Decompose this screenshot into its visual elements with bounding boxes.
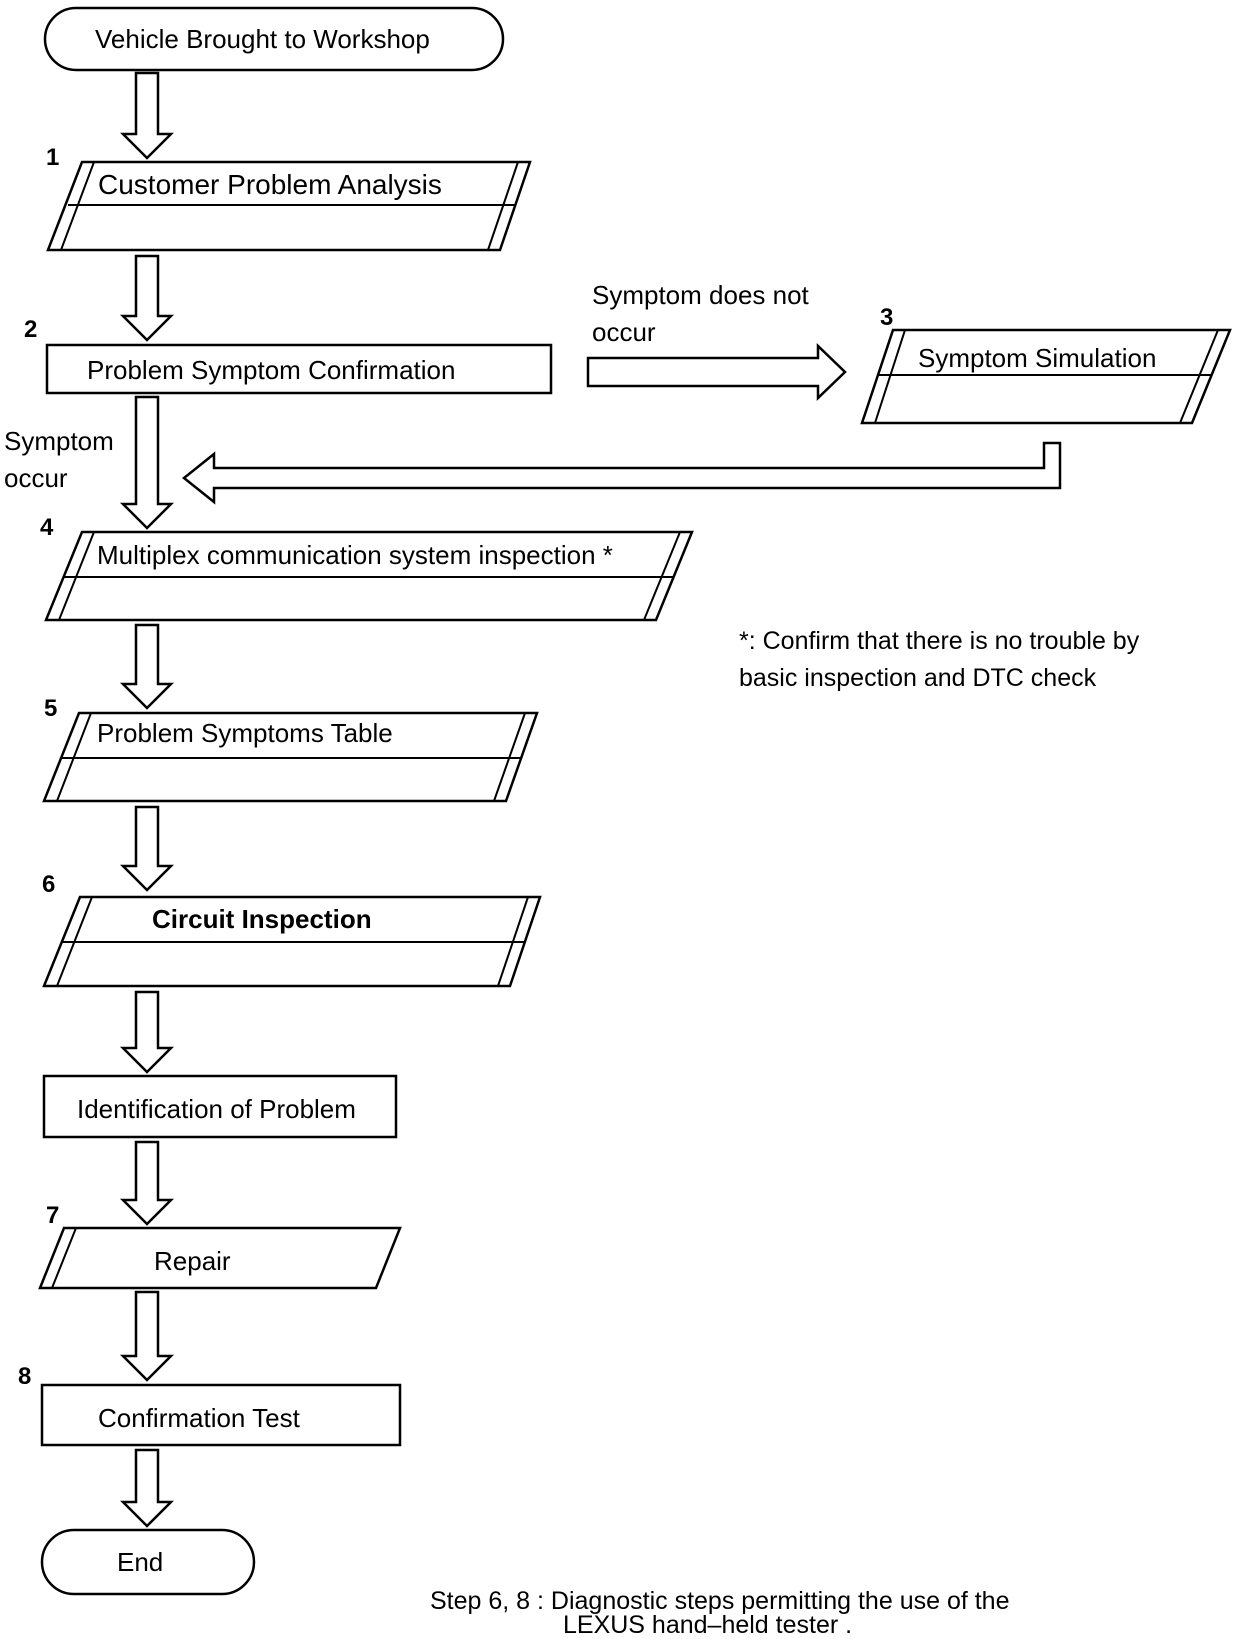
arrow-return-from-simulation bbox=[181, 441, 1062, 505]
step-4-label: Multiplex communication system inspectio… bbox=[97, 540, 613, 570]
step-4-edge-right bbox=[643, 531, 681, 621]
arrow-identification-to-step7 bbox=[119, 1140, 175, 1226]
step-6-number: 6 bbox=[42, 871, 56, 898]
step-8-label: Confirmation Test bbox=[98, 1403, 300, 1433]
step-3-edge bbox=[874, 329, 906, 424]
step-7-edge bbox=[51, 1227, 77, 1289]
bottom-note-line1: Step 6, 8 : Diagnostic steps permitting … bbox=[430, 1587, 1010, 1615]
bottom-note-line2: LEXUS hand–held tester . bbox=[563, 1611, 853, 1639]
arrow-step5-to-step6 bbox=[119, 805, 175, 892]
arrow-step4-to-step5 bbox=[119, 623, 175, 710]
step-5-number: 5 bbox=[44, 695, 58, 722]
branch-occur-line1: Symptom bbox=[4, 426, 114, 456]
step-4-edge bbox=[58, 531, 95, 621]
step-8-shape bbox=[40, 1383, 402, 1447]
arrow-step6-to-identification bbox=[119, 990, 175, 1074]
step-5-edge bbox=[56, 712, 92, 802]
end-label: End bbox=[117, 1547, 164, 1577]
step-2-number: 2 bbox=[24, 316, 38, 343]
step-6-label: Circuit Inspection bbox=[152, 904, 372, 934]
arrow-to-simulation bbox=[586, 343, 847, 401]
step-7-shape bbox=[38, 1226, 402, 1290]
step-2-label: Problem Symptom Confirmation bbox=[87, 355, 456, 385]
start-label: Vehicle Brought to Workshop bbox=[95, 24, 430, 54]
step-5-label: Problem Symptoms Table bbox=[97, 718, 393, 748]
step-7-number: 7 bbox=[46, 1202, 60, 1229]
step-5-edge-right bbox=[493, 712, 526, 802]
arrow-step2-to-step4 bbox=[119, 395, 175, 530]
arrow-start-to-step1 bbox=[119, 71, 175, 160]
identification-shape bbox=[42, 1074, 398, 1139]
end-terminator bbox=[40, 1528, 256, 1596]
identification-label: Identification of Problem bbox=[77, 1094, 356, 1124]
arrow-step1-to-step2 bbox=[119, 254, 175, 342]
branch-not-occur-line2: occur bbox=[592, 317, 656, 347]
arrow-step8-to-end bbox=[119, 1448, 175, 1528]
branch-not-occur-line1: Symptom does not bbox=[592, 280, 809, 310]
step-6-edge-right bbox=[497, 896, 529, 987]
step-1-number: 1 bbox=[46, 144, 60, 171]
step-1-edge-right bbox=[487, 161, 519, 251]
footnote-line1: *: Confirm that there is no trouble by bbox=[739, 627, 1140, 655]
branch-occur-line2: occur bbox=[4, 463, 68, 493]
step-7-label: Repair bbox=[154, 1246, 231, 1276]
step-4-number: 4 bbox=[40, 514, 54, 541]
step-1-edge bbox=[60, 161, 95, 251]
step-2-shape bbox=[45, 343, 553, 395]
step-3-label: Symptom Simulation bbox=[918, 343, 1157, 373]
step-8-number: 8 bbox=[18, 1363, 32, 1390]
step-3-edge-right bbox=[1179, 329, 1219, 424]
start-terminator bbox=[43, 6, 505, 72]
arrow-step7-to-step8 bbox=[119, 1290, 175, 1382]
step-6-edge bbox=[56, 896, 93, 987]
step-3-shape bbox=[860, 328, 1232, 425]
step-3-number: 3 bbox=[880, 304, 894, 331]
footnote-line2: basic inspection and DTC check bbox=[739, 664, 1097, 692]
step-1-label: Customer Problem Analysis bbox=[98, 169, 442, 200]
